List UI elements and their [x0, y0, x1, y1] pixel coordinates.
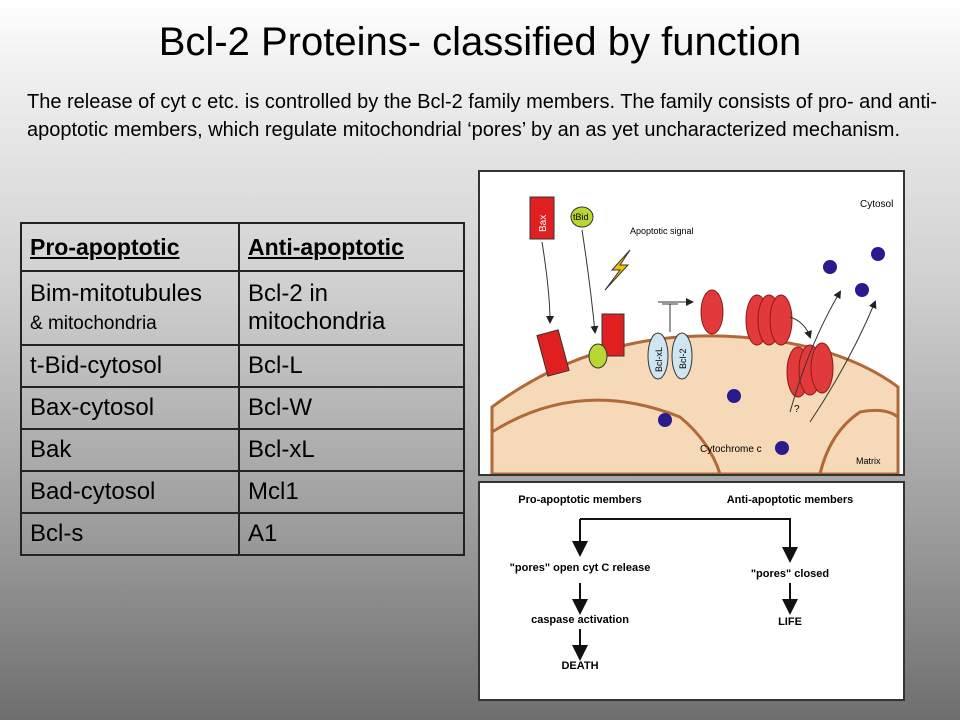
pores-open-label: "pores" open cyt C release — [510, 562, 651, 574]
apoptotic-signal-label: Apoptotic signal — [630, 226, 694, 236]
pore-assembling — [745, 294, 793, 346]
cell-anti: Bcl-W — [238, 386, 465, 430]
pore-closed — [700, 289, 724, 335]
pore-open — [786, 342, 834, 398]
slide-title: Bcl-2 Proteins- classified by function — [158, 20, 802, 64]
cell-pro: t-Bid-cytosol — [20, 344, 240, 388]
bax-label: Bax — [538, 215, 549, 232]
caspase-label: caspase activation — [531, 614, 629, 626]
cell-pro-small: & mitochondria — [30, 313, 157, 334]
matrix-label: Matrix — [856, 456, 881, 466]
bcl2-shape — [671, 332, 693, 380]
classification-table: Pro-apoptotic Anti-apoptotic Bim-mitotub… — [20, 222, 465, 556]
table-row: t-Bid-cytosol Bcl-L — [20, 344, 465, 388]
bclxl-shape — [647, 332, 669, 380]
bax-box — [529, 196, 555, 240]
tbid-label: tBid — [573, 212, 589, 222]
cell-anti: Bcl-L — [238, 344, 465, 388]
table-row: Bim-mitotubules & mitochondria Bcl-2 in … — [20, 270, 465, 346]
anti-members-label: Anti-apoptotic members — [727, 494, 854, 506]
bax-membrane-right — [601, 313, 625, 357]
cell-pro: Bax-cytosol — [20, 386, 240, 430]
life-label: LIFE — [778, 616, 802, 628]
cell-pro: Bad-cytosol — [20, 470, 240, 514]
bcl2-label: Bcl-2 — [678, 348, 688, 369]
table-header-row: Pro-apoptotic Anti-apoptotic — [20, 222, 465, 272]
cytochrome-c-dots — [658, 247, 885, 455]
pores-closed-label: "pores" closed — [751, 568, 829, 580]
cell-pro-subtext: & mitochondria — [30, 308, 230, 336]
cell-pro-text: Bim-mitotubules — [30, 280, 203, 307]
header-anti-apoptotic: Anti-apoptotic — [238, 222, 465, 272]
mitochondria-figure: Bax tBid Apoptotic signal Cytosol Bcl-xL… — [478, 170, 905, 476]
cytochrome-c-label: Cytochrome c — [700, 444, 762, 455]
inner-membrane-right — [818, 408, 899, 475]
bclxl-label: Bcl-xL — [654, 347, 664, 372]
cell-anti: Mcl1 — [238, 470, 465, 514]
question-mark: ? — [794, 404, 800, 415]
mitochondria-diagram: Bax tBid Apoptotic signal Cytosol Bcl-xL… — [490, 196, 900, 476]
bax-membrane-left — [536, 329, 570, 377]
cell-pro: Bcl-s — [20, 512, 240, 556]
tbid-membrane — [588, 343, 608, 369]
cell-anti: A1 — [238, 512, 465, 556]
cell-anti: Bcl-2 in mitochondria — [238, 270, 465, 346]
table-row: Bax-cytosol Bcl-W — [20, 386, 465, 430]
lightning-icon — [604, 249, 631, 291]
death-label: DEATH — [561, 660, 598, 672]
tbid-shape — [570, 206, 594, 228]
cell-pro: Bim-mitotubules & mitochondria — [20, 270, 240, 346]
flowchart-diagram: Pro-apoptotic members Anti-apoptotic mem… — [510, 494, 854, 672]
pro-members-label: Pro-apoptotic members — [518, 494, 641, 506]
header-pro-apoptotic: Pro-apoptotic — [20, 222, 240, 272]
cell-anti: Bcl-xL — [238, 428, 465, 472]
intro-text: The release of cyt c etc. is controlled … — [27, 91, 937, 141]
cell-pro: Bak — [20, 428, 240, 472]
cytosol-label: Cytosol — [860, 199, 893, 210]
table-row: Bcl-s A1 — [20, 512, 465, 556]
table-row: Bak Bcl-xL — [20, 428, 465, 472]
table-row: Bad-cytosol Mcl1 — [20, 470, 465, 514]
flowchart-figure: Pro-apoptotic members Anti-apoptotic mem… — [478, 481, 905, 701]
